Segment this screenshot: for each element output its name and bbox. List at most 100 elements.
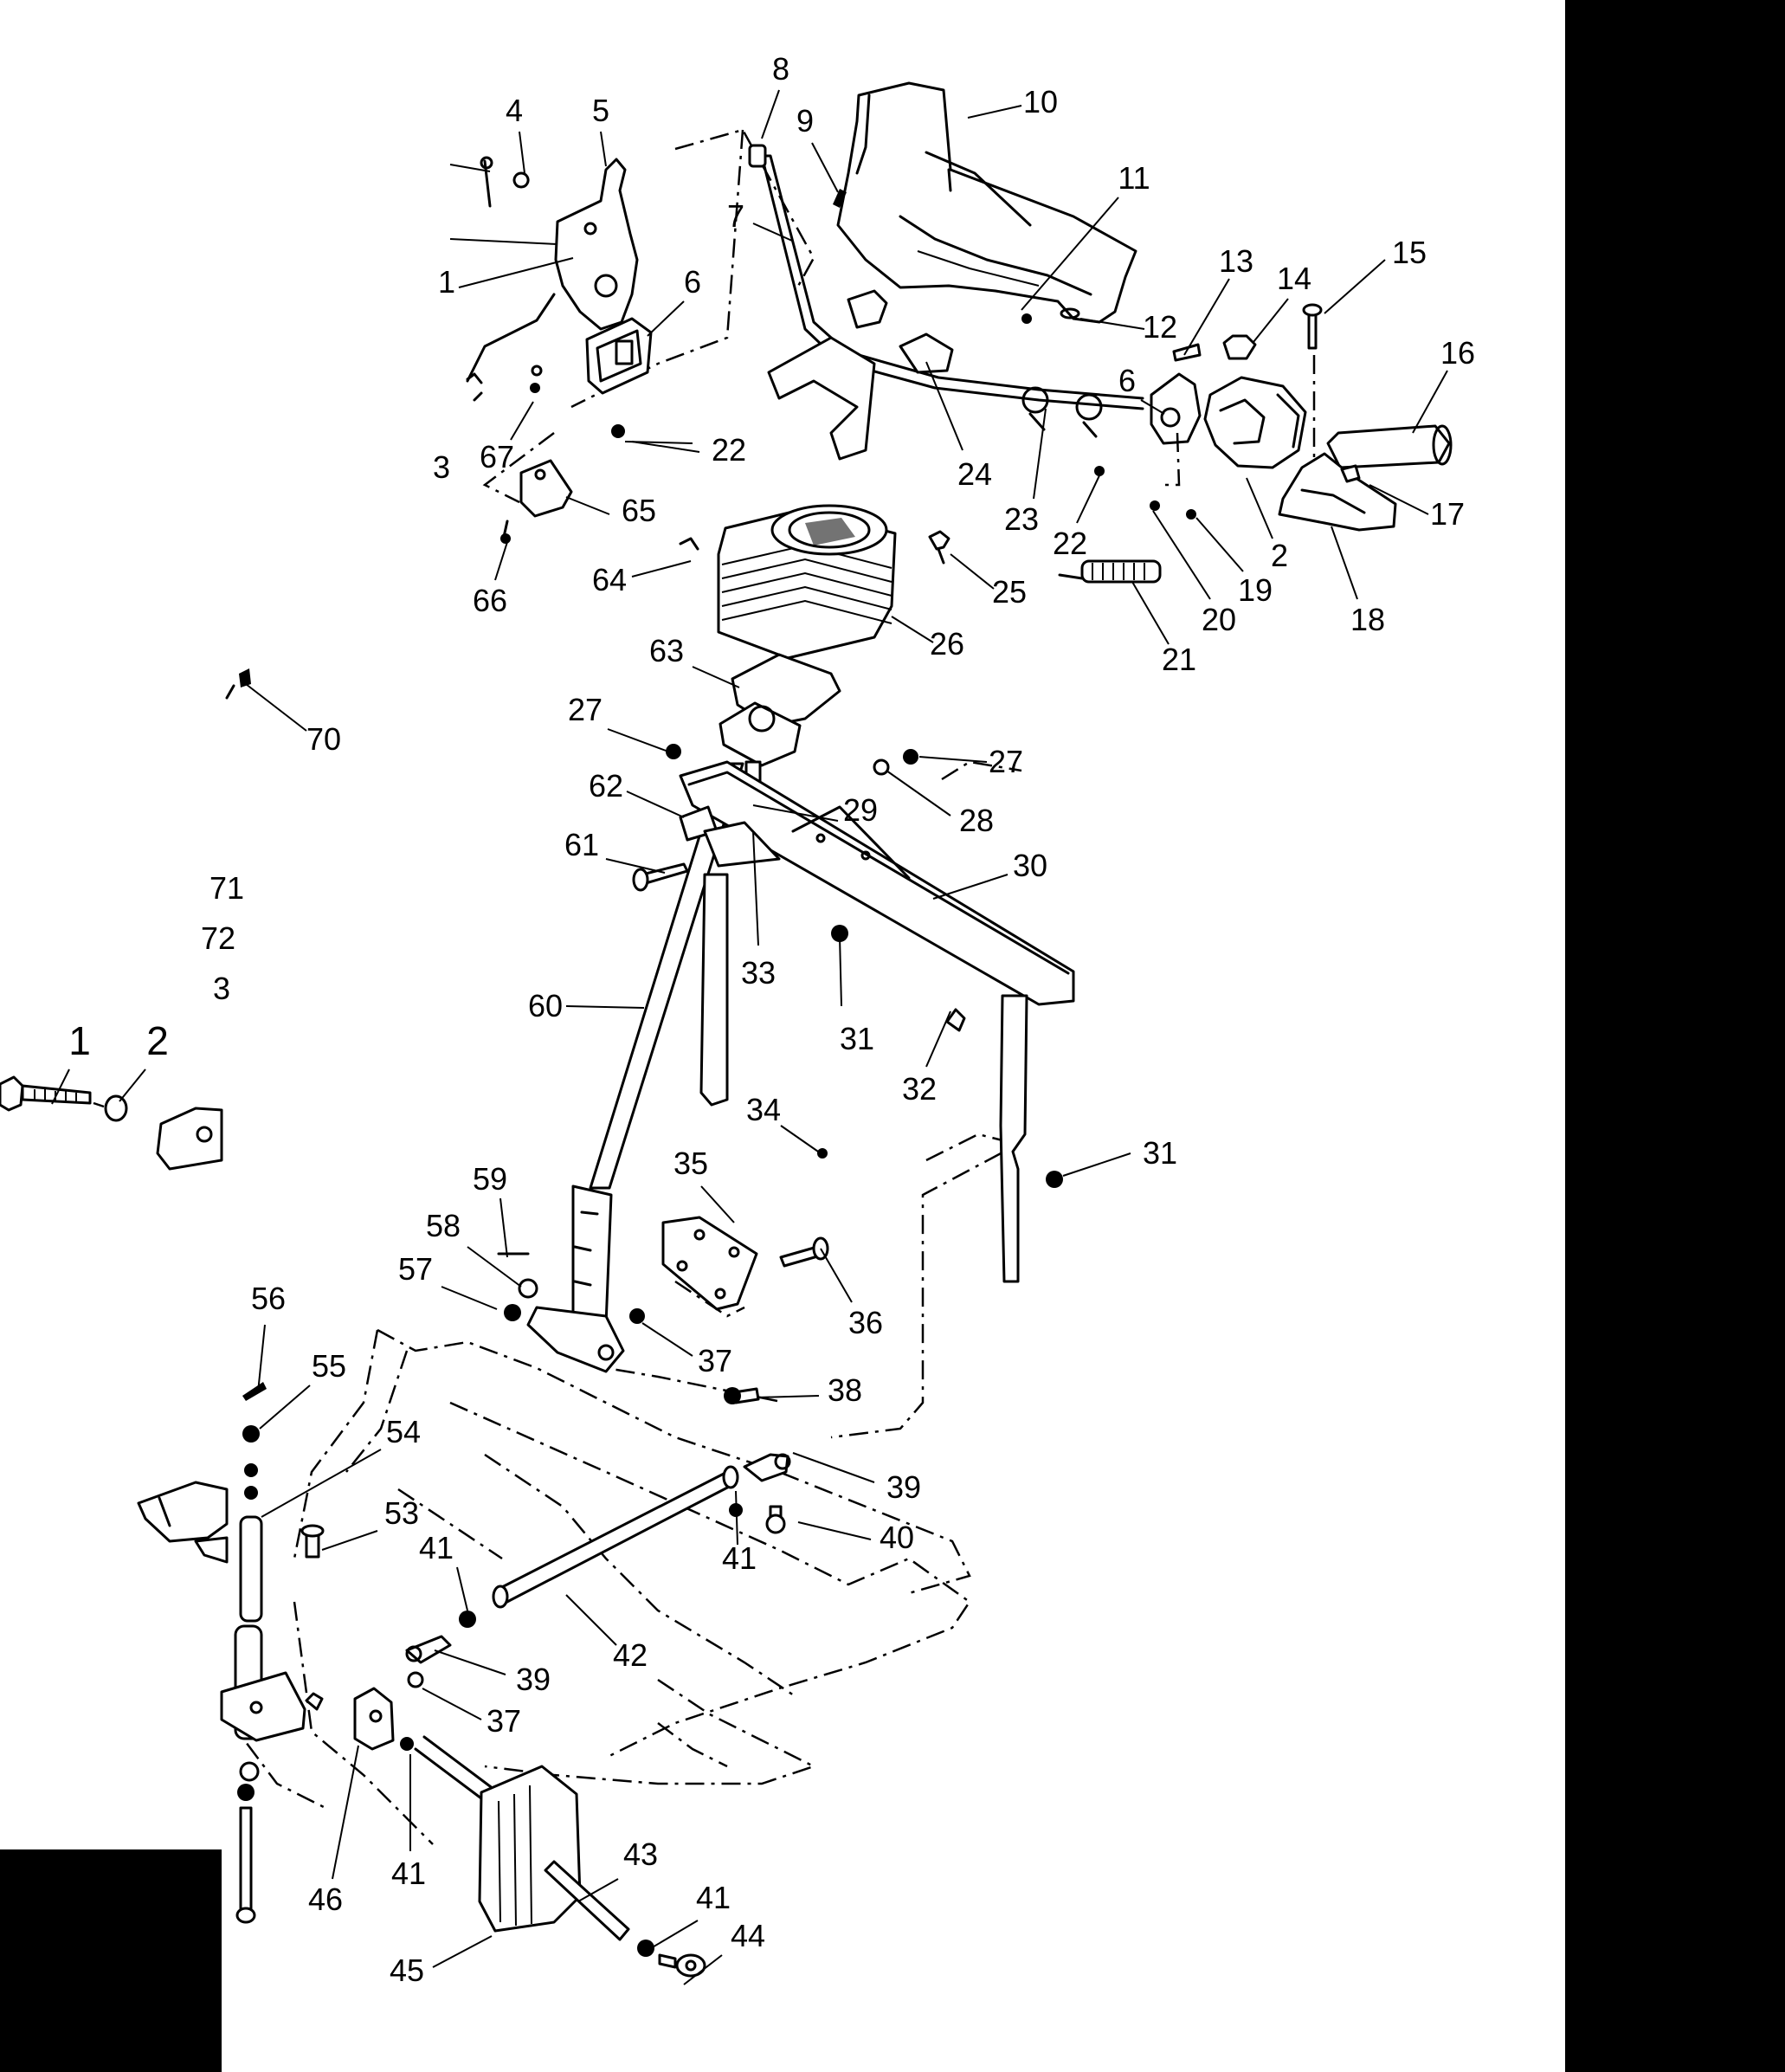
leader-line	[607, 728, 669, 752]
fasteners	[497, 744, 1063, 1404]
part-callout-27: 27	[989, 744, 1023, 779]
seat	[836, 81, 1137, 324]
part-callout-7: 7	[727, 198, 744, 234]
leader-line	[257, 1324, 266, 1393]
part-callout-54: 54	[386, 1414, 421, 1449]
cropped-callout-1: 1	[438, 264, 455, 300]
leader-line	[1195, 517, 1244, 572]
cropped-callout-3: 3	[213, 971, 230, 1006]
leader-line	[494, 541, 508, 581]
leader-line	[332, 1745, 359, 1880]
part-callout-22: 22	[712, 432, 746, 468]
part-callout-27: 27	[568, 692, 603, 727]
leader-line	[321, 1530, 378, 1551]
part-callout-57: 57	[398, 1251, 433, 1287]
leader-line	[1131, 581, 1170, 645]
leader-line	[756, 1395, 820, 1398]
part-callout-70: 70	[306, 721, 341, 757]
leader-line	[441, 1286, 498, 1310]
leader-line	[692, 666, 740, 688]
part-callout-5: 5	[592, 93, 609, 128]
leader-line	[918, 756, 988, 763]
part-callout-25: 25	[992, 574, 1027, 610]
part-callout-14: 14	[1277, 261, 1311, 296]
leader-line	[119, 1068, 146, 1102]
leader-line	[700, 1185, 735, 1223]
leader-line	[600, 131, 607, 167]
part-callout-45: 45	[390, 1953, 424, 1988]
leader-line	[761, 89, 780, 139]
part-callout-46: 46	[308, 1882, 343, 1917]
leader-line	[605, 858, 666, 874]
leader-line	[1324, 259, 1386, 314]
part-callout-67: 67	[480, 439, 514, 474]
part-callout-12: 12	[1143, 309, 1177, 345]
right-margin-bar	[1565, 0, 1785, 2072]
leader-line	[1183, 278, 1230, 356]
steering-bar	[748, 144, 1144, 461]
part-callout-53: 53	[384, 1495, 419, 1531]
main-frame	[679, 760, 1075, 1283]
leader-lines	[51, 89, 1448, 1985]
leader-line	[780, 1125, 822, 1154]
part-callout-37: 37	[698, 1343, 732, 1378]
part-callout-28: 28	[959, 803, 994, 838]
leader-line	[631, 560, 692, 578]
leader-line	[1152, 510, 1211, 600]
part-callout-37: 37	[487, 1703, 521, 1739]
leader-line	[925, 361, 963, 451]
bellows-boot	[679, 504, 950, 767]
part-callout-35: 35	[673, 1146, 708, 1181]
bottom-left-block	[0, 1849, 222, 2072]
part-callout-21: 21	[1162, 642, 1196, 677]
part-callout-44: 44	[731, 1918, 765, 1953]
leader-line	[565, 1594, 617, 1646]
part-callout-22: 22	[1053, 526, 1087, 561]
leader-line	[626, 791, 685, 818]
leader-line	[1369, 484, 1429, 515]
part-callout-42: 42	[613, 1637, 648, 1673]
cropped-callout-3: 3	[433, 449, 450, 485]
leader-line	[565, 496, 610, 515]
part-callout-32: 32	[902, 1071, 937, 1107]
leader-line	[261, 1449, 382, 1518]
part-callout-11: 11	[1118, 160, 1150, 196]
leader-line	[1412, 370, 1448, 434]
part-callout-4: 4	[506, 93, 523, 128]
leader-line	[641, 1322, 693, 1357]
lower-left-spindle	[137, 1382, 414, 1924]
part-callout-43: 43	[623, 1836, 658, 1872]
part-callout-55: 55	[312, 1348, 346, 1384]
leader-line	[1021, 197, 1119, 311]
part-callout-41: 41	[391, 1856, 426, 1891]
leader-line	[752, 830, 759, 946]
leader-line	[891, 616, 934, 643]
leader-line	[565, 1005, 645, 1009]
part-callout-63: 63	[649, 633, 684, 668]
part-callout-66: 66	[473, 583, 507, 618]
leader-line	[647, 300, 685, 337]
leader-line	[811, 142, 839, 193]
part-callout-2: 2	[1271, 538, 1288, 573]
part-callout-8: 8	[772, 51, 789, 87]
part-callout-56: 56	[251, 1281, 286, 1316]
part-callout-10: 10	[1023, 84, 1058, 119]
part-callout-41: 41	[419, 1530, 454, 1565]
part-callout-2: 2	[146, 1018, 169, 1063]
leader-line	[839, 936, 842, 1007]
small-plate	[500, 459, 573, 544]
leader-line	[456, 1566, 468, 1611]
part-callout-31: 31	[1143, 1135, 1177, 1171]
part-callout-39: 39	[886, 1469, 921, 1505]
part-callout-1: 1	[68, 1018, 91, 1063]
leader-line	[1079, 318, 1145, 330]
leader-line	[1331, 526, 1358, 600]
part-callout-20: 20	[1202, 602, 1236, 637]
leader-line	[259, 1385, 311, 1430]
leader-line	[820, 1248, 853, 1303]
leader-line	[752, 223, 793, 242]
part-callout-60: 60	[528, 988, 563, 1023]
part-callout-59: 59	[473, 1161, 507, 1197]
